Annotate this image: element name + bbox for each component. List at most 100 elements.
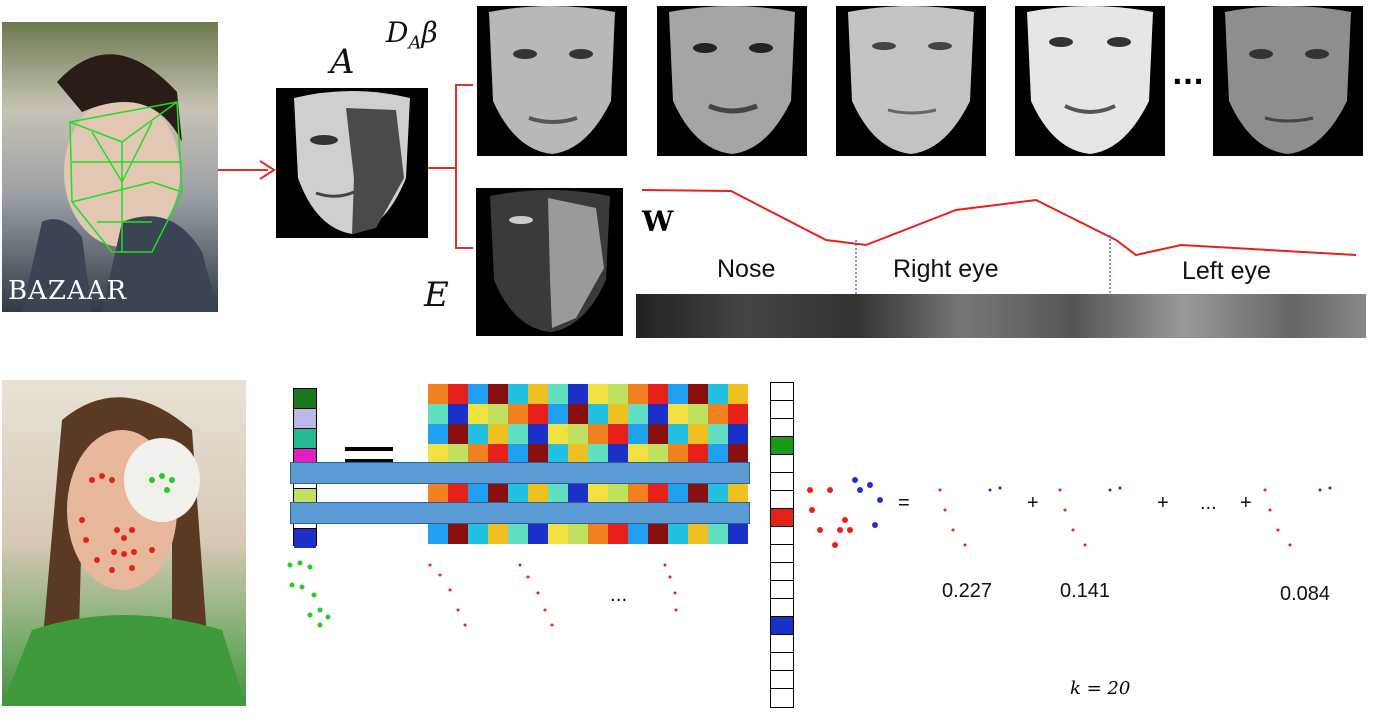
patch-strip	[636, 294, 1366, 338]
coefficient-cell	[771, 599, 793, 617]
matrix-cell	[528, 424, 548, 444]
reconstructed-face	[807, 477, 883, 548]
label-beta: β	[421, 16, 438, 49]
matrix-cell	[628, 484, 648, 504]
matrix-cell	[568, 444, 588, 464]
matrix-cell	[428, 384, 448, 404]
coefficient-cell	[771, 671, 793, 689]
matrix-cell	[468, 484, 488, 504]
matrix-cell	[608, 484, 628, 504]
selection-bar-1	[290, 462, 750, 484]
equals-sign	[345, 447, 393, 463]
coefficient-cell	[771, 437, 793, 455]
coefficient-cell	[771, 473, 793, 491]
matrix-cell	[548, 404, 568, 424]
matrix-cell	[668, 424, 688, 444]
segment-right-eye: Right eye	[893, 255, 999, 283]
input-photo-mesh: BAZAAR	[2, 22, 218, 312]
matrix-cell	[528, 444, 548, 464]
matrix-cell	[668, 484, 688, 504]
matrix-cell	[568, 484, 588, 504]
matrix-cell	[728, 444, 748, 464]
matrix-cell	[688, 484, 708, 504]
matrix-cell	[568, 424, 588, 444]
weighted-faces	[938, 486, 1332, 547]
matrix-cell	[488, 524, 508, 544]
sparse-coefficient-column	[770, 382, 794, 708]
matrix-cell	[528, 384, 548, 404]
label-E: E	[424, 275, 449, 315]
matrix-cell	[668, 404, 688, 424]
label-DA-beta: DAβ	[386, 16, 438, 54]
matrix-cell	[448, 484, 468, 504]
matrix-cell	[508, 524, 528, 544]
matrix-cell	[528, 404, 548, 424]
matrix-cell	[588, 404, 608, 424]
coefficient-cell	[771, 419, 793, 437]
dictionary-face-4	[1015, 6, 1165, 156]
matrix-cell	[488, 384, 508, 404]
matrix-cell	[488, 424, 508, 444]
coefficient-cell	[771, 581, 793, 599]
matrix-cell	[588, 484, 608, 504]
matrix-cell	[628, 424, 648, 444]
matrix-cell	[628, 384, 648, 404]
coef-2: 0.141	[1060, 580, 1111, 602]
matrix-cell	[588, 524, 608, 544]
matrix-cell	[648, 404, 668, 424]
matrix-cell	[508, 424, 528, 444]
occluded-face-A	[276, 88, 428, 238]
matrix-cell	[448, 524, 468, 544]
matrix-cell	[588, 424, 608, 444]
matrix-cell	[728, 484, 748, 504]
coefficient-cell	[771, 509, 793, 527]
matrix-cell	[648, 384, 668, 404]
matrix-cell	[468, 384, 488, 404]
matrix-cell	[548, 424, 568, 444]
matrix-cell	[548, 484, 568, 504]
label-W: W	[642, 205, 674, 238]
matrix-cell	[528, 484, 548, 504]
equals-op: =	[898, 492, 910, 514]
matrix-cell	[468, 524, 488, 544]
matrix-cell	[488, 444, 508, 464]
dictionary-ellipsis: ...	[1172, 58, 1204, 91]
matrix-cell	[688, 444, 708, 464]
matrix-cell	[628, 524, 648, 544]
plus-op-2: +	[1157, 492, 1169, 514]
matrix-cell	[508, 404, 528, 424]
error-face-E	[476, 188, 623, 336]
landmark-shapes-row	[287, 560, 678, 628]
matrix-cell	[668, 444, 688, 464]
coefficient-cell	[771, 563, 793, 581]
matrix-cell	[708, 524, 728, 544]
matrix-cell	[608, 384, 628, 404]
coefficient-cell	[771, 455, 793, 473]
segment-nose: Nose	[717, 255, 776, 283]
matrix-cell	[568, 404, 588, 424]
coef-3: 0.084	[1280, 583, 1331, 605]
matrix-cell	[448, 444, 468, 464]
matrix-cell	[648, 524, 668, 544]
matrix-cell	[428, 444, 448, 464]
matrix-cell	[728, 404, 748, 424]
matrix-cell	[708, 444, 728, 464]
matrix-cell	[608, 444, 628, 464]
matrix-cell	[448, 404, 468, 424]
matrix-cell	[488, 484, 508, 504]
coefficient-cell	[771, 545, 793, 563]
matrix-cell	[588, 384, 608, 404]
matrix-cell	[548, 384, 568, 404]
coefficient-cell	[771, 401, 793, 419]
matrix-cell	[668, 524, 688, 544]
matrix-cell	[548, 444, 568, 464]
label-D: D	[386, 16, 409, 49]
matrix-cell	[688, 524, 708, 544]
matrix-cell	[668, 384, 688, 404]
matrix-cell	[688, 424, 708, 444]
matrix-cell	[688, 404, 708, 424]
coef-1: 0.227	[942, 580, 993, 602]
matrix-cell	[648, 484, 668, 504]
matrix-cell	[568, 384, 588, 404]
matrix-ellipsis: ...	[610, 585, 628, 606]
